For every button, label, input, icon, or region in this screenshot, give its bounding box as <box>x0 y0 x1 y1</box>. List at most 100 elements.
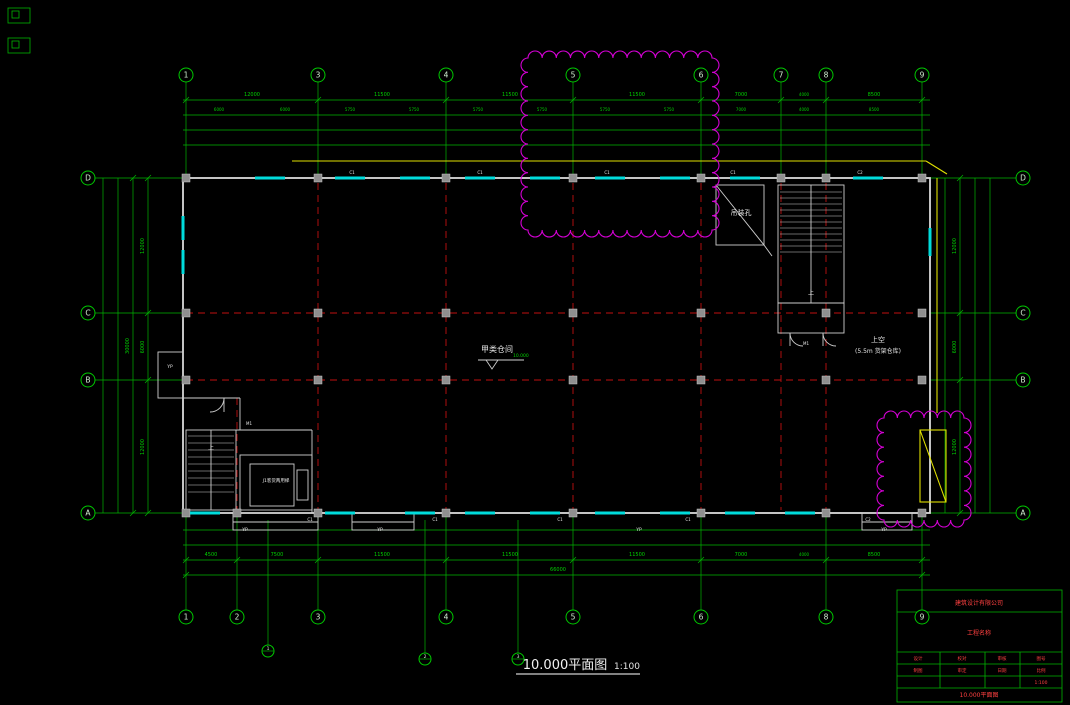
annotation-text: 7000 <box>736 107 747 112</box>
yellow-highlight <box>292 160 948 503</box>
svg-text:7: 7 <box>779 71 784 80</box>
annotation-text: 5750 <box>345 107 356 112</box>
axis-bubble: 8 <box>818 67 834 83</box>
stair-block-bottom-left <box>183 397 313 513</box>
annotation-text: C2 <box>865 517 871 522</box>
svg-text:8: 8 <box>824 71 829 80</box>
axis-bubble: 9 <box>914 609 930 625</box>
annotation-text: 4000 <box>799 107 810 112</box>
svg-text:3: 3 <box>316 71 321 80</box>
annotation-text: 上 <box>208 444 214 452</box>
axis-bubble: 5 <box>565 67 581 83</box>
axis-bubble: 1 <box>178 609 194 625</box>
axis-bubble: 4 <box>438 609 454 625</box>
annotation-text: 比例 <box>1037 667 1046 674</box>
revision-cloud <box>520 50 720 238</box>
svg-text:D: D <box>85 174 91 183</box>
annotation-text: C1 <box>557 517 563 522</box>
svg-text:9: 9 <box>920 71 925 80</box>
stair-block-top-right <box>777 184 845 347</box>
construction-layers <box>95 82 1016 653</box>
svg-text:A: A <box>1020 509 1026 518</box>
annotation-text: 7000 <box>735 552 748 558</box>
annotation-text: 12000 <box>140 238 146 254</box>
annotation-text: 4000 <box>799 552 810 557</box>
axis-bubble: A <box>1015 505 1031 521</box>
elevator-shaft <box>239 454 313 511</box>
annotation-text: 7500 <box>271 552 284 558</box>
svg-text:1: 1 <box>184 613 189 622</box>
revision-cloud <box>876 410 972 528</box>
svg-text:4: 4 <box>444 71 449 80</box>
canopies <box>157 351 913 531</box>
annotation-text: YP <box>166 364 173 370</box>
annotation-text: 制图 <box>914 667 923 674</box>
svg-text:2: 2 <box>235 613 240 622</box>
svg-text:3: 3 <box>517 654 520 660</box>
axis-bubble: 4 <box>438 67 454 83</box>
annotation-text: YP <box>376 527 383 533</box>
annotation-text: 30000 <box>125 338 131 354</box>
annotation-text: 6000 <box>952 341 958 354</box>
annotation-text: 6000 <box>140 341 146 354</box>
svg-text:4: 4 <box>444 613 449 622</box>
dimension-lines <box>102 96 991 579</box>
annotation-text: 8500 <box>868 92 881 98</box>
svg-text:9: 9 <box>920 613 925 622</box>
svg-text:6: 6 <box>699 71 704 80</box>
annotation-text: 工程名称 <box>967 629 991 637</box>
annotation-text: 10.000平面图 <box>960 692 999 699</box>
annotation-text: 11500 <box>374 552 390 558</box>
annotation-text: 7000 <box>735 92 748 98</box>
annotation-text: 4000 <box>799 92 810 97</box>
annotation-text: 1:100 <box>614 662 640 672</box>
annotation-text: 审定 <box>958 667 967 674</box>
column-grid-red <box>186 183 928 513</box>
stair-treads <box>188 191 842 493</box>
axis-bubble: B <box>1015 372 1031 388</box>
axis-bubble: C <box>80 305 96 321</box>
annotation-text: 12000 <box>952 439 958 455</box>
structural-columns <box>181 173 927 518</box>
annotation-text: YP <box>241 527 248 533</box>
annotation-text: M1 <box>246 421 252 426</box>
svg-text:6: 6 <box>699 613 704 622</box>
axis-bubble: 8 <box>818 609 834 625</box>
annotation-text: C1 <box>477 170 483 175</box>
annotation-text: 图号 <box>1037 656 1046 662</box>
svg-text:B: B <box>85 376 90 385</box>
annotation-text: C1 <box>604 170 610 175</box>
annotation-text: 1:100 <box>1035 680 1048 686</box>
axis-bubble: 6 <box>693 609 709 625</box>
annotation-text: 甲类仓间 <box>481 344 513 354</box>
axis-bubble: 3 <box>310 609 326 625</box>
detail-bubble: 1 <box>261 644 275 658</box>
annotation-text: C1 <box>730 170 736 175</box>
annotation-text: 5750 <box>409 107 420 112</box>
axis-bubble: A <box>80 505 96 521</box>
annotation-text: 5750 <box>600 107 611 112</box>
annotation-text: 吊装孔 <box>731 208 752 217</box>
svg-text:5: 5 <box>571 71 576 80</box>
annotation-text: YP <box>880 527 887 533</box>
axis-bubble: 7 <box>773 67 789 83</box>
annotation-text: YP <box>635 527 642 533</box>
axis-bubble: 2 <box>229 609 245 625</box>
detail-bubble: 3 <box>511 652 525 666</box>
annotation-text: 上 <box>808 289 814 297</box>
annotation-text: C2 <box>857 170 863 175</box>
windows <box>181 176 932 515</box>
svg-text:1: 1 <box>184 71 189 80</box>
annotation-text: 审核 <box>998 655 1007 662</box>
annotation-text: 12000 <box>952 238 958 254</box>
axis-bubble: D <box>1015 170 1031 186</box>
annotation-text: 校对 <box>958 655 967 662</box>
level-mark <box>478 359 524 370</box>
annotation-text: (5.5m 货架仓库) <box>855 347 901 355</box>
axis-bubble: 5 <box>565 609 581 625</box>
